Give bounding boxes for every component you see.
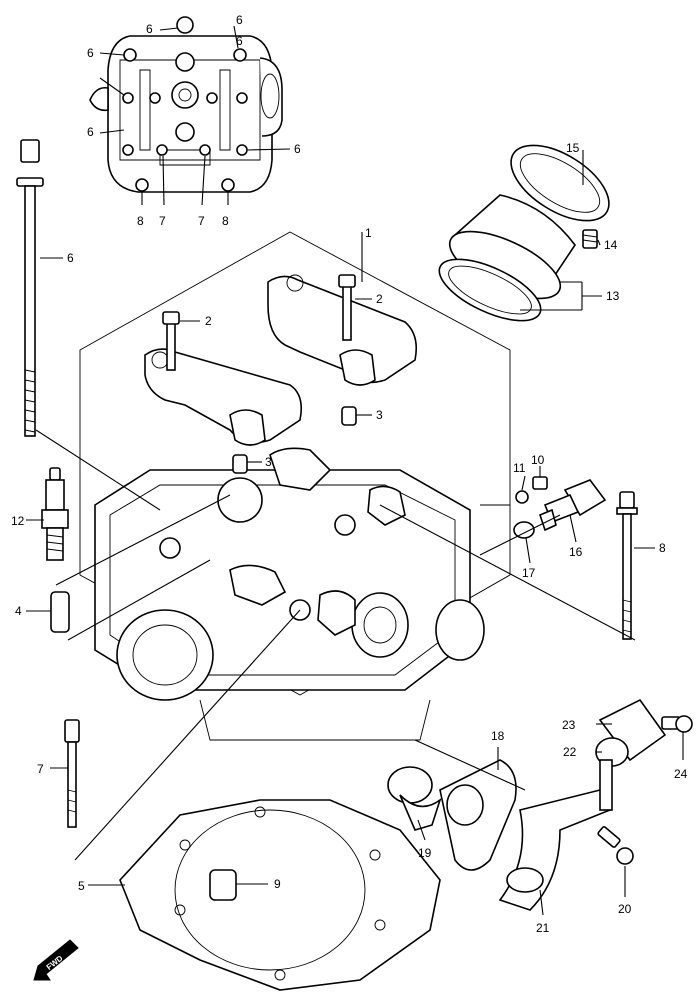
callout-15: 15 bbox=[566, 141, 580, 155]
bracket bbox=[595, 698, 667, 811]
callout-21: 21 bbox=[536, 921, 550, 935]
callout-22: 22 bbox=[563, 745, 577, 759]
dowel-pin-4 bbox=[50, 591, 70, 633]
callout-3: 3 bbox=[376, 408, 383, 422]
callout-6: 6 bbox=[67, 251, 74, 265]
callout-4: 4 bbox=[15, 604, 22, 618]
callout-19: 19 bbox=[418, 846, 432, 860]
callout-11: 11 bbox=[513, 461, 526, 475]
callout-17: 17 bbox=[522, 566, 536, 580]
leader-lines bbox=[26, 150, 684, 916]
bolt-8 bbox=[616, 491, 638, 640]
callout-8: 8 bbox=[659, 541, 666, 555]
callout-12: 12 bbox=[11, 514, 25, 528]
callout-2: 2 bbox=[205, 314, 212, 328]
callout-8: 8 bbox=[222, 214, 229, 228]
callout-6: 6 bbox=[236, 13, 243, 27]
callout-16: 16 bbox=[569, 545, 583, 559]
head-gasket bbox=[119, 799, 441, 991]
bolt-20 bbox=[597, 826, 634, 865]
bolt-7 bbox=[64, 719, 80, 828]
callout-6: 6 bbox=[87, 46, 94, 60]
water-pipe bbox=[498, 789, 612, 911]
callout-7: 7 bbox=[37, 762, 44, 776]
callout-14: 14 bbox=[604, 238, 618, 252]
callout-5: 5 bbox=[78, 879, 85, 893]
thermostat bbox=[387, 766, 442, 831]
thermostat-housing bbox=[439, 759, 517, 871]
intake-pipe bbox=[438, 144, 610, 322]
callout-3: 3 bbox=[265, 455, 272, 469]
camshaft-holder-left bbox=[144, 311, 303, 446]
callout-6: 6 bbox=[294, 142, 301, 156]
callout-18: 18 bbox=[491, 729, 505, 743]
callout-8: 8 bbox=[137, 214, 144, 228]
head-bolt-long bbox=[16, 139, 44, 437]
cylinder-head-main bbox=[79, 231, 511, 741]
fwd-arrow-icon bbox=[33, 939, 79, 981]
callout-9: 9 bbox=[274, 877, 281, 891]
dowel-pin bbox=[341, 406, 357, 426]
callout-6: 6 bbox=[236, 34, 243, 48]
callout-7: 7 bbox=[159, 214, 166, 228]
callout-6: 6 bbox=[87, 125, 94, 139]
callout-1: 1 bbox=[365, 226, 372, 240]
spark-plug bbox=[41, 467, 69, 561]
callout-10: 10 bbox=[531, 453, 545, 467]
callout-23: 23 bbox=[562, 718, 576, 732]
callout-20: 20 bbox=[618, 902, 632, 916]
temperature-sensor bbox=[513, 476, 607, 539]
callout-2: 2 bbox=[376, 292, 383, 306]
cylinder-head-top-view bbox=[89, 16, 291, 206]
bolt-24 bbox=[661, 715, 693, 733]
dowel-pin bbox=[232, 454, 248, 474]
callout-13: 13 bbox=[606, 289, 620, 303]
callout-7: 7 bbox=[198, 214, 205, 228]
callout-6: 6 bbox=[146, 22, 153, 36]
callout-24: 24 bbox=[674, 767, 688, 781]
camshaft-holder-right bbox=[267, 274, 418, 386]
